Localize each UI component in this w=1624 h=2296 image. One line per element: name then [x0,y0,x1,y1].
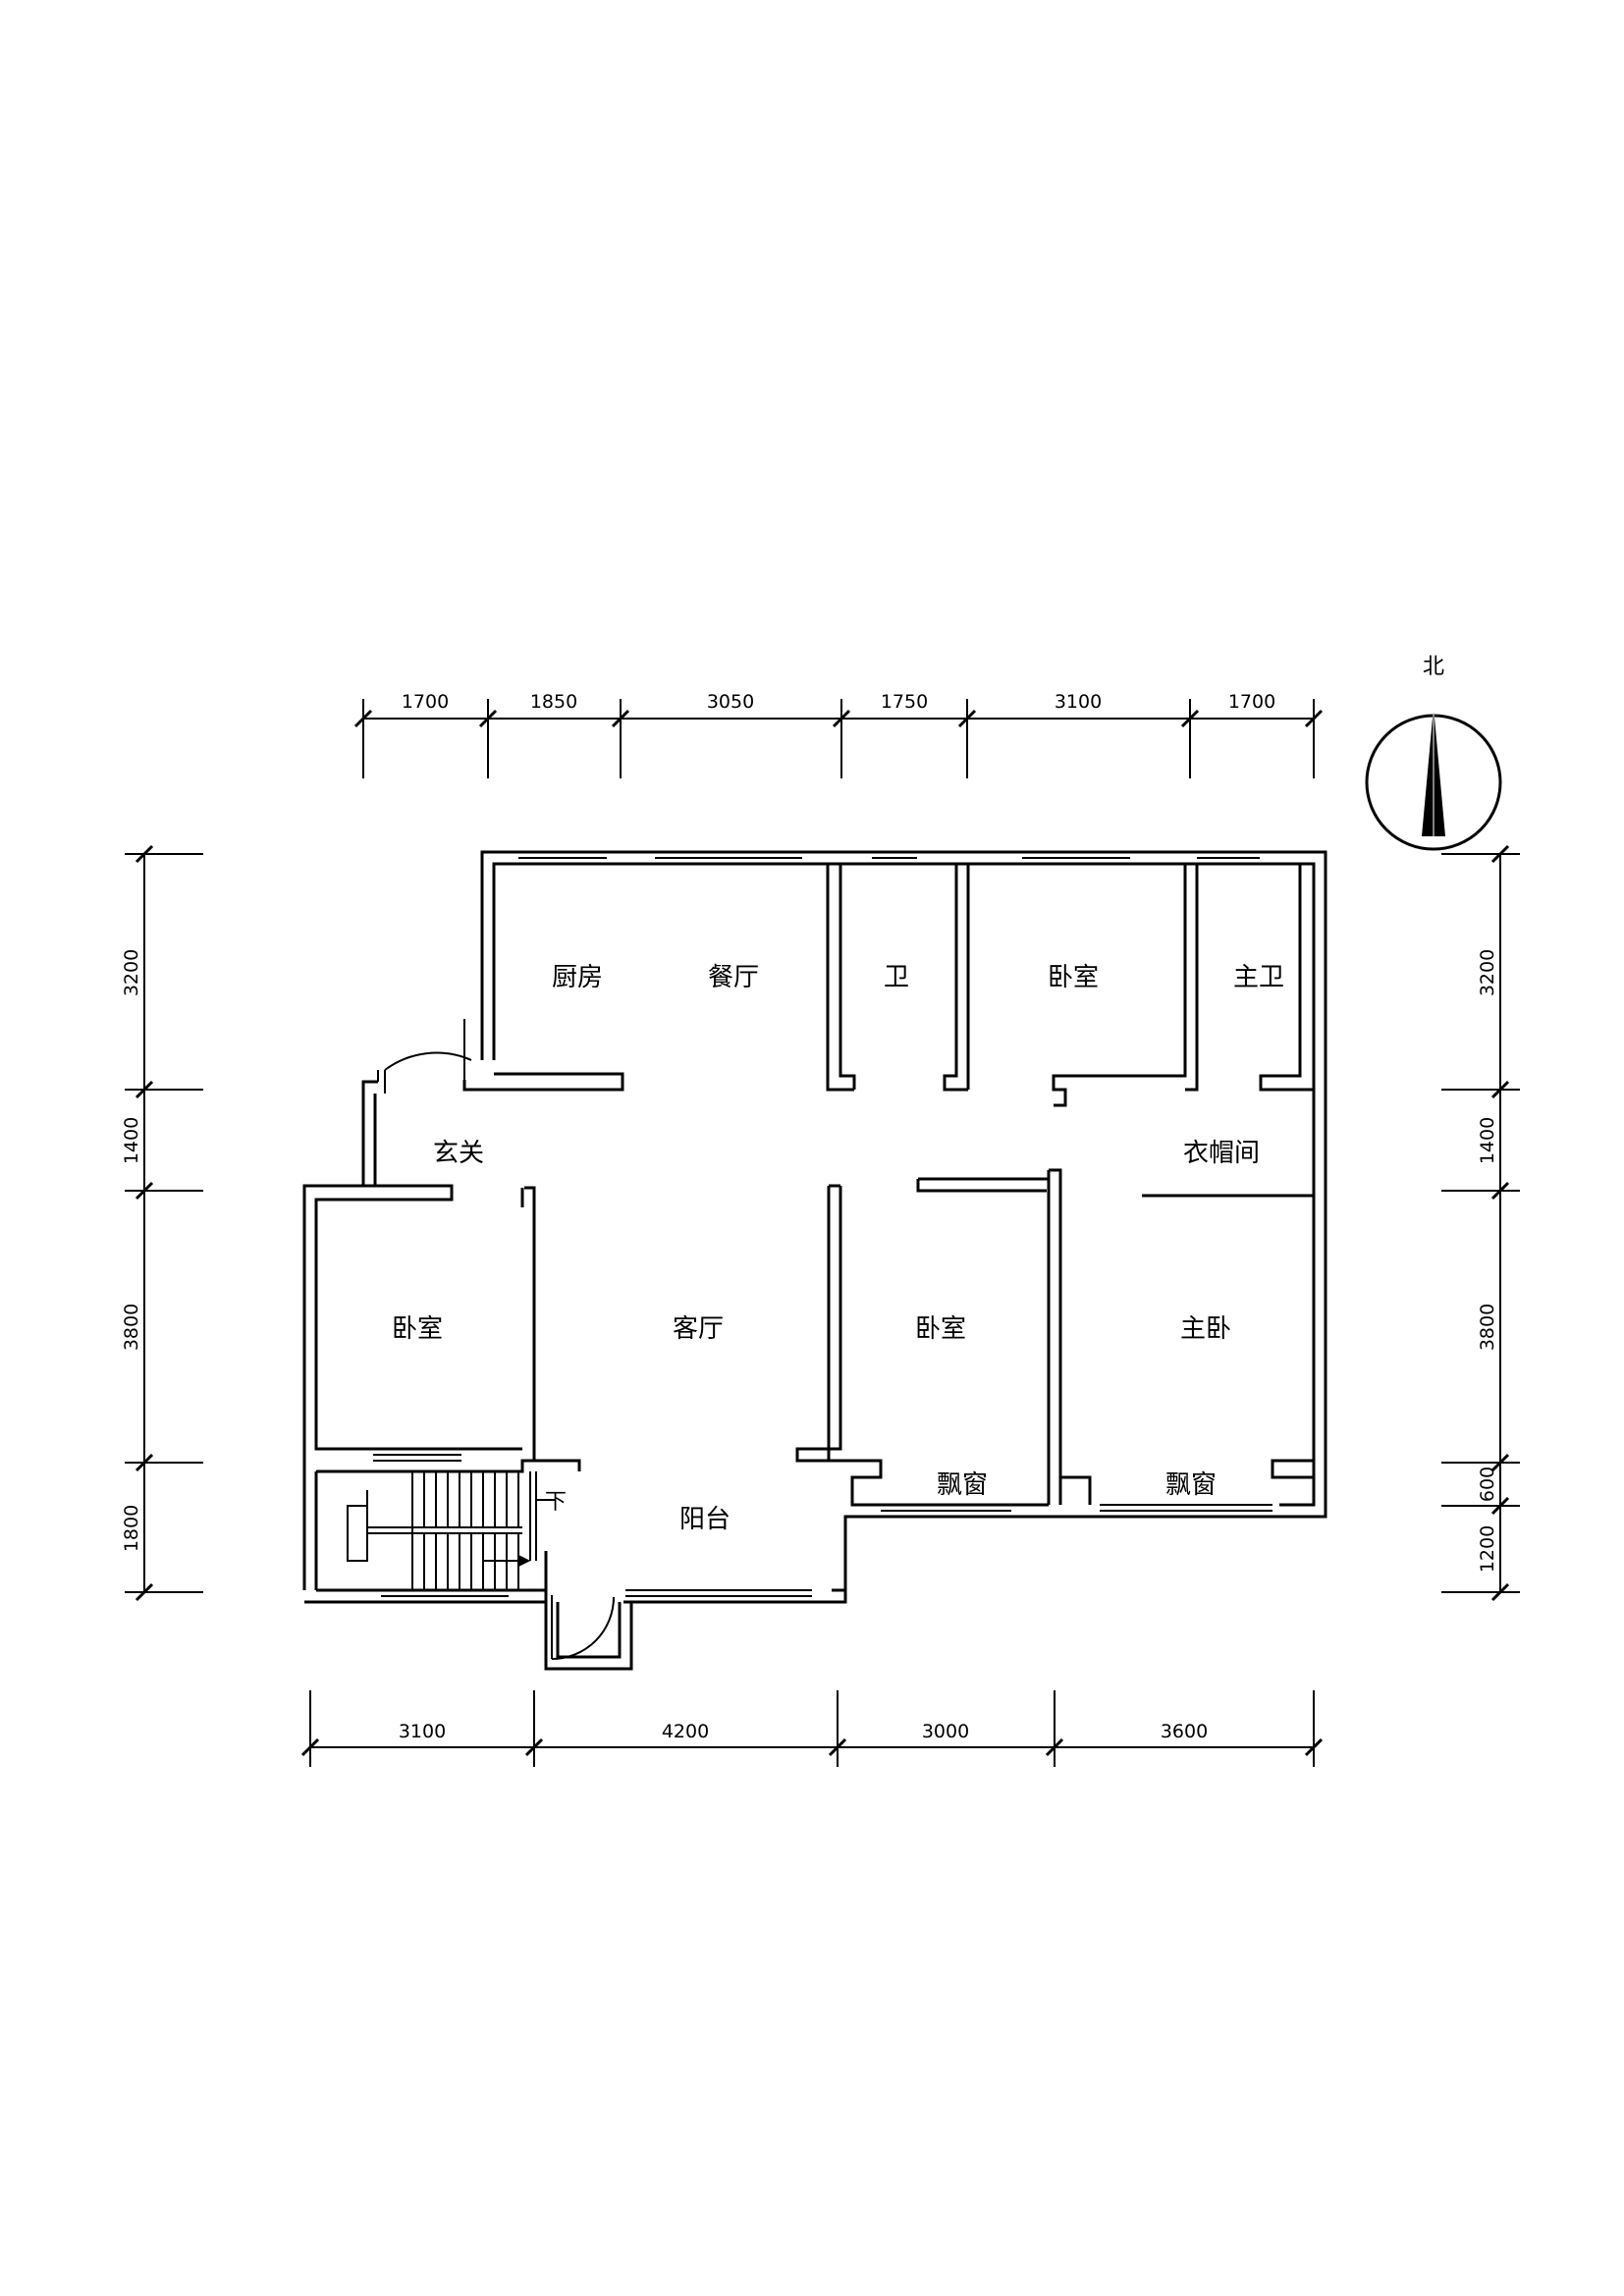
window-master-bath [1197,851,1260,865]
room-dining: 餐厅 [708,963,759,992]
dim-left-3: 3800 [121,1304,142,1351]
entry-door [377,1019,472,1094]
window-stair [381,1589,509,1603]
dim-right-1: 3200 [1477,949,1498,996]
walls [302,850,1327,1671]
dim-top-5: 3100 [1055,691,1102,713]
dim-bottom-1: 3100 [399,1721,446,1742]
staircase [347,1471,555,1590]
north-label: 北 [1423,655,1444,679]
windows [373,851,1272,1603]
room-bedroom-north: 卧室 [1048,963,1099,992]
bottom-dimension-chain [300,1690,1324,1767]
dim-bottom-2: 4200 [662,1721,709,1742]
room-bath: 卫 [884,963,909,992]
north-arrow [1365,707,1502,851]
dim-right-5: 1200 [1477,1525,1498,1573]
left-dimension-chain [125,844,203,1602]
dim-bottom-3: 3000 [922,1721,969,1742]
room-bedroom-west: 卧室 [392,1314,443,1344]
dim-bottom-4: 3600 [1161,1721,1208,1742]
room-master-bedroom: 主卧 [1180,1314,1231,1344]
room-bay-window-1: 飘窗 [937,1470,988,1500]
window-balcony [625,1589,812,1603]
dim-right-2: 1400 [1477,1117,1498,1164]
room-bay-window-2: 飘窗 [1165,1470,1217,1500]
window-dining [655,851,802,865]
room-balcony: 阳台 [679,1505,731,1534]
stair-direction-label: 下 [545,1490,567,1515]
dim-top-1: 1700 [402,691,449,713]
dim-top-6: 1700 [1228,691,1275,713]
dim-right-4: 600 [1477,1467,1498,1502]
room-living: 客厅 [673,1314,724,1344]
doors [377,1019,615,1660]
top-dimension-chain [353,699,1324,778]
window-bay-1 [881,1504,1011,1518]
dim-left-4: 1800 [121,1505,142,1552]
dim-left-2: 1400 [121,1117,142,1164]
dim-top-4: 1750 [881,691,928,713]
right-dimension-chain [1441,844,1520,1602]
window-bath [872,851,917,865]
window-bedroom-north [1022,851,1130,865]
room-bedroom-middle: 卧室 [915,1314,966,1344]
window-kitchen [518,851,607,865]
dim-left-1: 3200 [121,949,142,996]
dim-right-3: 3800 [1477,1304,1498,1351]
window-bay-2 [1100,1504,1272,1518]
room-closet: 衣帽间 [1183,1139,1260,1168]
room-entry: 玄关 [433,1139,484,1168]
dim-top-3: 3050 [707,691,754,713]
balcony-door [551,1595,615,1660]
room-master-bath: 主卫 [1233,963,1284,992]
dim-top-2: 1850 [530,691,577,713]
room-kitchen: 厨房 [552,963,603,992]
window-bedroom-west [373,1448,461,1462]
